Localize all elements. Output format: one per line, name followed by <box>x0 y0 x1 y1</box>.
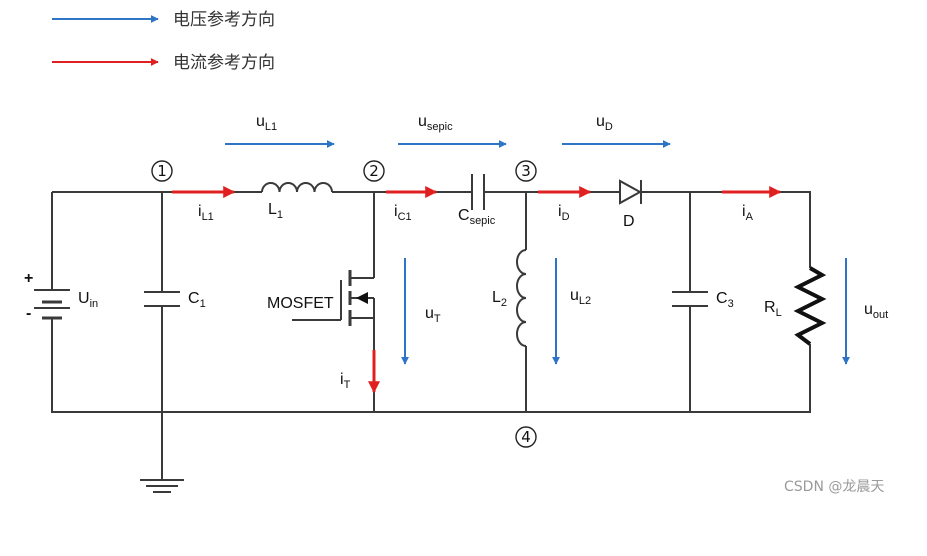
voltage-legend-label: 电压参考方向 <box>173 10 275 30</box>
inductor-l2: L2 <box>492 249 527 347</box>
current-legend-label: 电流参考方向 <box>173 53 275 73</box>
node-3-label: 3 <box>521 162 531 180</box>
wires <box>51 191 811 480</box>
capacitor-c3: C3 <box>672 290 734 310</box>
watermark: CSDN @龙晨天 <box>784 479 884 495</box>
legend: 电压参考方向 电流参考方向 <box>52 10 275 73</box>
label-l1: L1 <box>268 201 283 221</box>
source-plus-sign: + <box>24 270 33 287</box>
label-ut: uT <box>425 305 441 325</box>
voltage-reference-arrows: uL1 usepic uD uT uL2 uout <box>225 113 888 365</box>
label-ul1: uL1 <box>256 113 277 133</box>
ground-symbol <box>140 479 184 493</box>
label-ia: iA <box>742 203 754 223</box>
label-l2: L2 <box>492 289 507 309</box>
label-usepic: usepic <box>418 113 453 133</box>
label-id: iD <box>558 203 570 223</box>
node-2-label: 2 <box>369 162 379 180</box>
label-c1: C1 <box>188 290 206 310</box>
current-reference-arrows: iL1 iC1 iD iA iT <box>172 186 782 394</box>
label-d: D <box>623 213 635 230</box>
label-csepic: Csepic <box>458 207 496 227</box>
node-1-label: 1 <box>157 162 167 180</box>
label-il1: iL1 <box>198 203 214 223</box>
label-ic1: iC1 <box>394 203 412 223</box>
dc-voltage-source: + - Uin <box>24 270 98 322</box>
label-c3: C3 <box>716 290 734 310</box>
label-mosfet: MOSFET <box>267 295 334 312</box>
label-uout: uout <box>864 301 888 321</box>
diode-d: D <box>616 179 643 230</box>
mosfet-switch: MOSFET <box>267 270 375 326</box>
capacitor-c1: C1 <box>144 290 206 310</box>
label-ud: uD <box>596 113 613 133</box>
capacitor-csepic: Csepic <box>458 174 496 227</box>
label-ul2: uL2 <box>570 287 591 307</box>
inductor-l1: L1 <box>261 182 333 221</box>
label-uin: Uin <box>78 290 98 310</box>
resistor-rl: RL <box>764 266 827 346</box>
source-minus-sign: - <box>26 305 31 322</box>
label-it: iT <box>340 371 351 391</box>
node-4-label: 4 <box>521 428 531 446</box>
label-rl: RL <box>764 299 782 319</box>
node-markers: 1 2 3 4 <box>151 160 537 448</box>
